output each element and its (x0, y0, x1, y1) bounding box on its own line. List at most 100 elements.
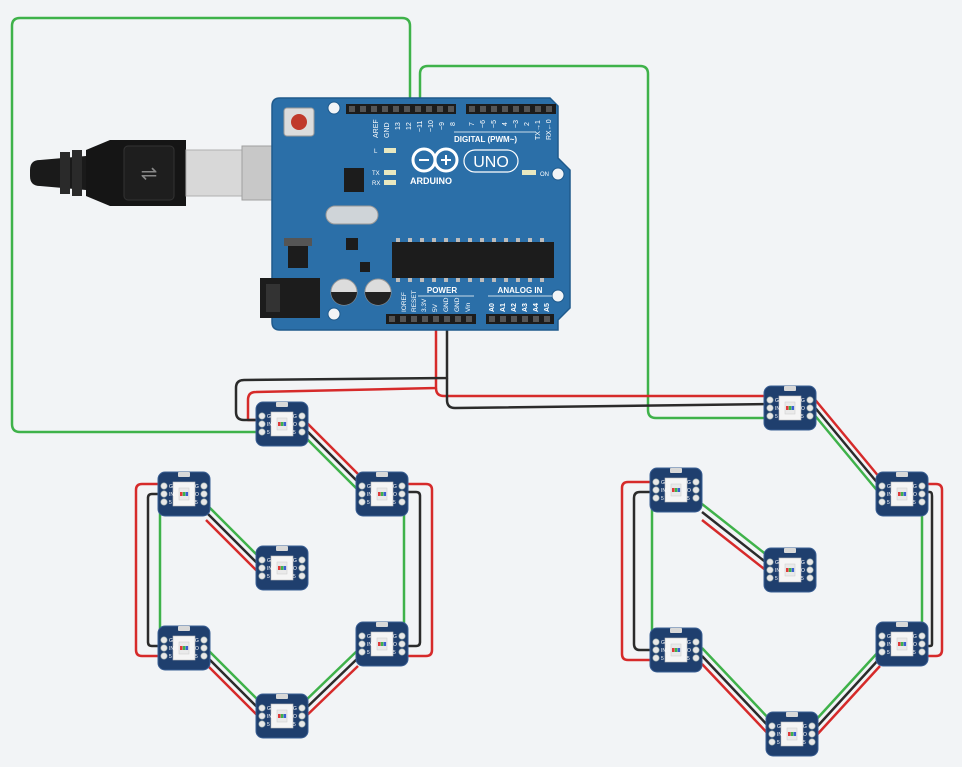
neopixel-pin-label: G (195, 638, 199, 644)
neopixel-pin-label: O (913, 492, 917, 498)
neopixel-pin-label: G (293, 558, 297, 564)
usb-controller-chip (344, 168, 364, 192)
digital-header-1[interactable] (346, 104, 456, 114)
neopixel-l2[interactable] (355, 471, 409, 517)
power-label: POWER (427, 286, 457, 295)
neopixel-pin-label: G (267, 414, 271, 420)
arduino-uno-board[interactable]: AREF GND 13 12 ~11 ~10 ~9 8 7 ~6 ~5 4 ~3… (260, 97, 571, 331)
left-strip-wires (134, 417, 434, 721)
neopixel-l7[interactable] (255, 545, 309, 591)
ground-wire-main[interactable] (234, 322, 449, 422)
neopixel-pin-label: G (267, 558, 271, 564)
pin-label-vin: Vin (465, 302, 472, 312)
neopixel-pin-label: G (913, 484, 917, 490)
pin-label-3: ~3 (513, 120, 520, 128)
pin-label-a2: A2 (511, 303, 518, 312)
power-wire-right-run[interactable] (434, 387, 770, 398)
neopixel-pin-label: O (293, 566, 297, 572)
pin-label-a0: A0 (489, 303, 496, 312)
crystal (325, 205, 379, 225)
neopixel-pin-label: O (293, 714, 297, 720)
neopixel-l5[interactable] (157, 625, 211, 671)
neopixel-pin-label: G (267, 706, 271, 712)
digital-header-2[interactable] (466, 104, 556, 114)
neopixel-pin-label: IN (887, 642, 892, 648)
neopixel-pin-label: IN (267, 422, 272, 428)
led-label-rx: RX (372, 181, 380, 187)
neopixel-pin-label: 5 (775, 414, 778, 420)
neopixel-pin-label: 5 (913, 500, 916, 506)
neopixel-pin-label: G (393, 634, 397, 640)
neopixel-pin-label: G (801, 398, 805, 404)
reset-button[interactable] (291, 114, 307, 130)
neopixel-l1[interactable] (255, 401, 309, 447)
neopixel-pin-label: G (195, 484, 199, 490)
led-label-tx: TX (372, 171, 380, 177)
neopixel-r7[interactable] (763, 547, 817, 593)
neopixel-l4[interactable] (255, 693, 309, 739)
neopixel-r1[interactable] (763, 385, 817, 431)
neopixel-pin-label: 5 (777, 740, 780, 746)
left-neopixel-strip (157, 401, 409, 739)
neopixel-pin-label: 5 (887, 650, 890, 656)
pin-label-5: ~5 (491, 120, 498, 128)
right-neopixel-strip (649, 385, 929, 757)
pin-label-9: ~9 (439, 122, 446, 130)
neopixel-pin-label: IN (775, 406, 780, 412)
neopixel-pin-label: G (775, 398, 779, 404)
pin-label-reset: RESET (411, 290, 418, 312)
pin-label-2: 2 (524, 122, 531, 126)
pin-label-aref: AREF (373, 119, 380, 138)
mounting-hole (551, 289, 565, 303)
neopixel-pin-label: G (687, 480, 691, 486)
neopixel-pin-label: G (293, 414, 297, 420)
pin-label-a4: A4 (533, 303, 540, 312)
neopixel-pin-label: O (393, 642, 397, 648)
wires (10, 16, 944, 739)
transistor (360, 262, 370, 272)
power-header[interactable] (386, 314, 476, 324)
neopixel-r4[interactable] (765, 711, 819, 757)
neopixel-pin-label: IN (367, 492, 372, 498)
pin-label-a1: A1 (500, 303, 507, 312)
pin-label-4: 4 (502, 122, 509, 126)
neopixel-pin-label: 5 (293, 722, 296, 728)
neopixel-pin-label: G (367, 634, 371, 640)
power-wire-main[interactable] (246, 322, 438, 422)
pin-label-10: ~10 (428, 120, 435, 132)
neopixel-r6[interactable] (649, 467, 703, 513)
neopixel-pin-label: IN (775, 568, 780, 574)
analog-header[interactable] (486, 314, 554, 324)
neopixel-pin-label: IN (887, 492, 892, 498)
ground-wire-right-run[interactable] (445, 378, 771, 410)
neopixel-pin-label: G (661, 480, 665, 486)
neopixel-pin-label: IN (661, 488, 666, 494)
usb-cable[interactable]: ⇌ (30, 140, 277, 206)
neopixel-r3[interactable] (875, 621, 929, 667)
neopixel-l3[interactable] (355, 621, 409, 667)
right-strip-wires (620, 395, 944, 739)
pin-label-3v3: 3.3V (421, 298, 428, 312)
neopixel-pin-label: 5 (169, 654, 172, 660)
neopixel-pin-label: 5 (293, 574, 296, 580)
usb-plug-metal (185, 149, 243, 197)
pin-label-6: ~6 (480, 120, 487, 128)
neopixel-pin-label: IN (777, 732, 782, 738)
pin-label-tx1: TX→1 (535, 120, 542, 140)
neopixel-pin-label: 5 (393, 650, 396, 656)
neopixel-pin-label: 5 (267, 430, 270, 436)
neopixel-pin-label: IN (661, 648, 666, 654)
signal-wire-left[interactable] (10, 16, 412, 434)
neopixel-l6[interactable] (157, 471, 211, 517)
neopixel-pin-label: O (393, 492, 397, 498)
usb-icon: ⇌ (141, 163, 158, 185)
mounting-hole (551, 167, 565, 181)
signal-wire-right[interactable] (418, 64, 770, 420)
neopixel-pin-label: 5 (887, 500, 890, 506)
neopixel-pin-label: 5 (267, 722, 270, 728)
neopixel-r5[interactable] (649, 627, 703, 673)
neopixel-pin-label: 5 (393, 500, 396, 506)
neopixel-r2[interactable] (875, 471, 929, 517)
neopixel-pin-label: 5 (195, 654, 198, 660)
